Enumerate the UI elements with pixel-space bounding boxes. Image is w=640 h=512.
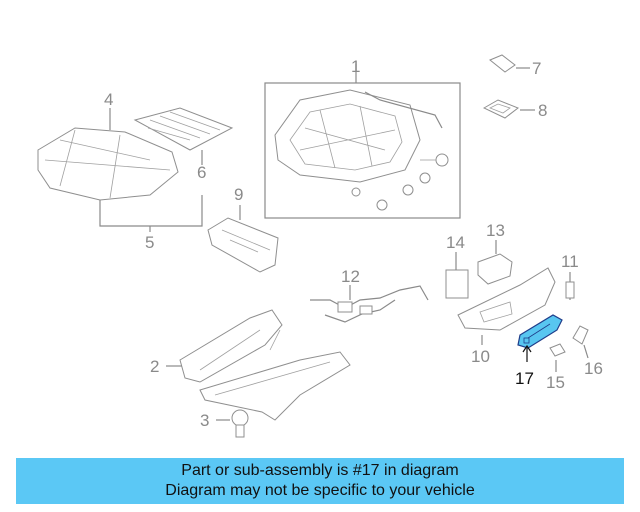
part-6-heater-pad: [133, 107, 234, 165]
banner-line-1: Part or sub-assembly is #17 in diagram: [181, 462, 459, 479]
part-15-knob: [549, 343, 566, 357]
part-17-switch-assembly: [517, 314, 563, 362]
callout-5: 5: [145, 233, 154, 252]
banner-line-2: Diagram may not be specific to your vehi…: [165, 482, 475, 499]
callout-4: 4: [104, 90, 113, 109]
callout-7: 7: [532, 59, 541, 78]
callout-10: 10: [471, 347, 490, 366]
callout-15: 15: [546, 373, 565, 392]
callout-9: 9: [234, 185, 243, 204]
part-9-trim: [207, 205, 279, 273]
part-14-switch: [445, 252, 469, 299]
callout-2: 2: [150, 357, 159, 376]
callout-6: 6: [197, 163, 206, 182]
part-12-wire-harness: [310, 285, 429, 323]
part-3-bolt: [216, 409, 249, 438]
callout-13: 13: [486, 221, 505, 240]
part-10-side-cover: [457, 267, 556, 345]
callout-16: 16: [584, 359, 603, 378]
callout-14: 14: [446, 233, 465, 252]
callout-17: 17: [515, 369, 534, 388]
callout-3: 3: [200, 411, 209, 430]
part-2-seat-track: [166, 309, 351, 421]
part-4-cushion-pad: [37, 108, 203, 232]
part-8-bracket: [482, 99, 535, 119]
info-banner: Part or sub-assembly is #17 in diagram D…: [16, 458, 624, 504]
part-13-switch: [477, 240, 513, 285]
part-7-clip: [489, 54, 530, 73]
callout-1: 1: [351, 57, 360, 76]
part-1-seat-cushion-frame: [264, 64, 461, 219]
part-11-screw: [565, 272, 575, 300]
callout-11: 11: [561, 252, 579, 271]
callout-8: 8: [538, 101, 547, 120]
part-16-knob: [572, 325, 589, 345]
callout-12: 12: [341, 267, 360, 286]
